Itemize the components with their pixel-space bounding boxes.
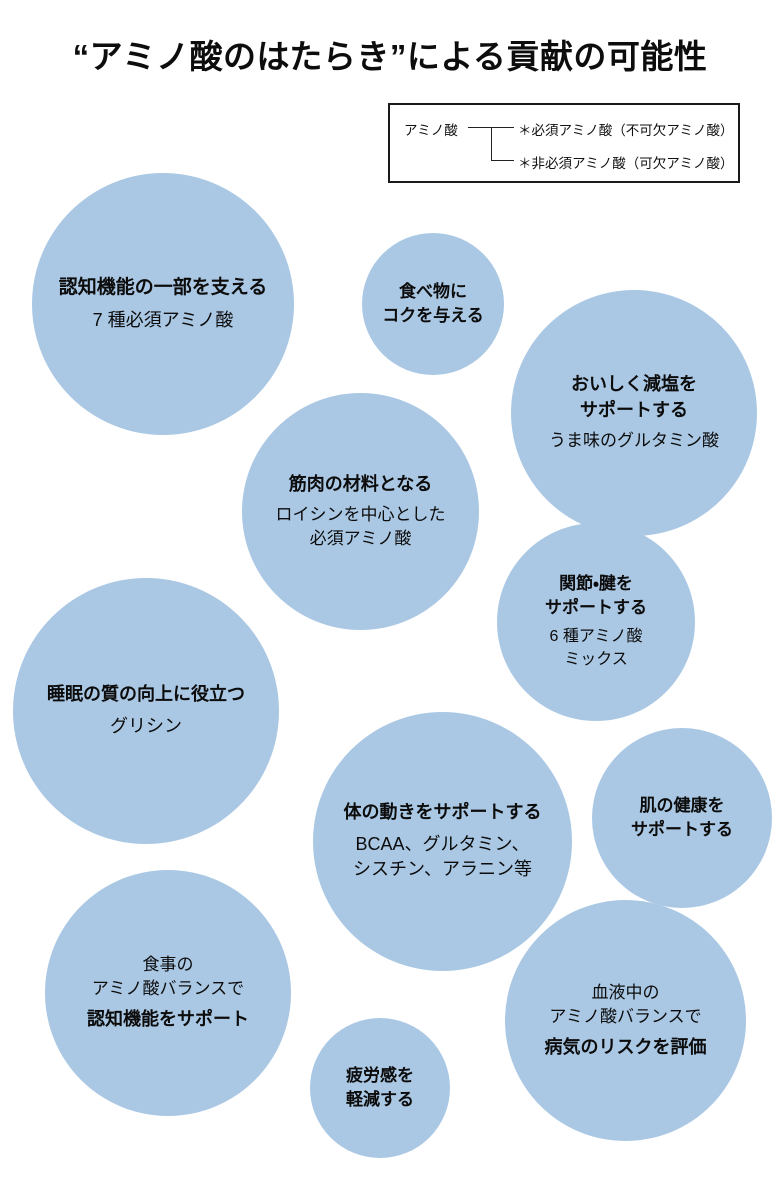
bubble-heading: 認知機能をサポート (87, 1009, 249, 1030)
legend-connector-vertical (491, 127, 492, 160)
bubble-detail-line-1: 6 種アミノ酸 (549, 628, 643, 646)
bubble-skin-health[interactable]: 肌の健康を サポートする (592, 728, 772, 908)
bubble-detail-line-2: アミノ酸バランスで (91, 979, 245, 999)
legend-box: アミノ酸 ＊必須アミノ酸（不可欠アミノ酸） ＊非必須アミノ酸（可欠アミノ酸） (388, 103, 740, 183)
bubble-detail-line-1: 食事の (142, 955, 194, 975)
bubble-heading-line-2: コクを与える (382, 306, 484, 325)
bubble-body-movement[interactable]: 体の動きをサポートする BCAA、グルタミン、 シスチン、アラニン等 (313, 712, 572, 971)
legend-nonessential-label: ＊非必須アミノ酸（可欠アミノ酸） (518, 156, 734, 171)
bubble-heading: 睡眠の質の向上に役立つ (47, 684, 245, 705)
legend-connector-bottom (491, 160, 514, 161)
bubble-heading: 筋肉の材料となる (288, 473, 433, 494)
bubble-detail-line-1: 血液中の (591, 982, 660, 1002)
bubble-heading-line-2: サポートする (580, 399, 688, 420)
bubble-tasty-salt-reduction[interactable]: おいしく減塩を サポートする うま味のグルタミン酸 (511, 290, 757, 536)
bubble-detail-line: 7 種必須アミノ酸 (92, 309, 234, 330)
bubble-detail-line-2: 必須アミノ酸 (309, 529, 412, 549)
bubble-detail-line-2: ミックス (564, 651, 628, 669)
bubble-detail-line-1: BCAA、グルタミン、 (355, 833, 530, 854)
bubble-joint-tendon[interactable]: 関節・腱を サポートする 6 種アミノ酸 ミックス (497, 523, 695, 721)
bubble-diet-balance-cognitive[interactable]: 食事の アミノ酸バランスで 認知機能をサポート (45, 870, 291, 1116)
bubble-food-richness[interactable]: 食べ物に コクを与える (362, 233, 504, 375)
page-title: “アミノ酸のはたらき”による貢献の可能性 (72, 38, 708, 75)
bubble-heading: 認知機能の一部を支える (58, 276, 268, 298)
bubble-heading: 体の動きをサポートする (343, 802, 542, 823)
bubble-muscle-material[interactable]: 筋肉の材料となる ロイシンを中心とした 必須アミノ酸 (242, 393, 479, 630)
bubble-fatigue-reduction[interactable]: 疲労感を 軽減する (310, 1018, 450, 1158)
bubble-heading-line-1: 疲労感を (346, 1065, 414, 1085)
bubble-detail-line-2: アミノ酸バランスで (549, 1006, 702, 1026)
bubble-heading: 病気のリスクを評価 (544, 1036, 707, 1057)
legend-essential-label: ＊必須アミノ酸（不可欠アミノ酸） (518, 123, 734, 138)
bubble-heading-line-1: 食べ物に (399, 281, 467, 301)
bubble-heading-line-2: 軽減する (346, 1090, 414, 1109)
bubble-heading-line-2: サポートする (545, 598, 647, 618)
bubble-detail-line: グリシン (110, 716, 182, 736)
bubble-blood-balance-risk[interactable]: 血液中の アミノ酸バランスで 病気のリスクを評価 (505, 900, 746, 1141)
bubble-heading-line-1: おいしく減塩を (571, 374, 697, 395)
bubble-detail-line-1: ロイシンを中心とした (275, 505, 446, 525)
bubble-heading-line-2: サポートする (631, 820, 733, 839)
legend-root-label: アミノ酸 (404, 123, 458, 138)
bubble-sleep-quality[interactable]: 睡眠の質の向上に役立つ グリシン (13, 578, 279, 844)
bubble-detail-line: うま味のグルタミン酸 (549, 431, 719, 451)
bubble-detail-line-2: シスチン、アラニン等 (353, 859, 532, 880)
bubble-heading-line-1: 肌の健康を (639, 795, 725, 815)
bubble-heading-line-1: 関節・腱を (559, 574, 633, 594)
bubble-cognitive-function[interactable]: 認知機能の一部を支える 7 種必須アミノ酸 (32, 173, 294, 435)
